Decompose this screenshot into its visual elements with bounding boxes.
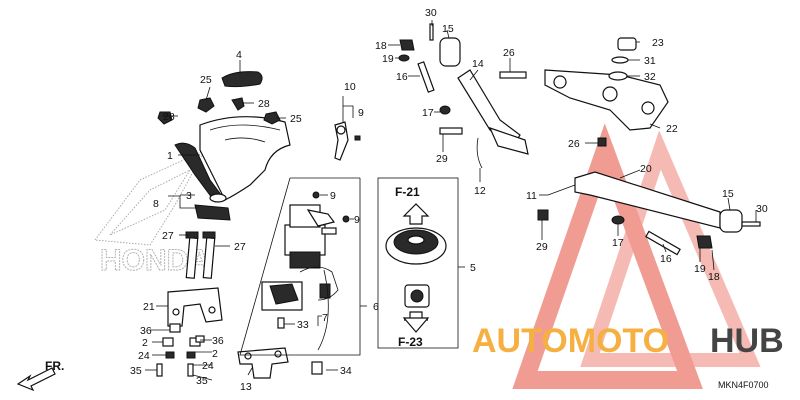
diagram-code: MKN4F0700 xyxy=(718,380,769,390)
callout-29b: 29 xyxy=(536,241,548,253)
watermark-prefix: AUTOMOTO xyxy=(472,322,669,360)
callout-28a: 28 xyxy=(163,111,175,123)
callout-25a: 25 xyxy=(200,74,212,86)
front-direction-arrow: FR. xyxy=(16,359,64,392)
callout-4: 4 xyxy=(236,49,242,61)
top-bridge xyxy=(544,37,669,147)
callout-13: 13 xyxy=(240,381,252,393)
callout-labels: 1 2 2 3 4 5 6 7 8 9 9 9 10 11 12 13 14 1… xyxy=(130,7,768,393)
callout-7: 7 xyxy=(322,312,328,324)
callout-24b: 24 xyxy=(202,360,214,372)
callout-2: 2 xyxy=(142,337,148,349)
callout-6: 6 xyxy=(373,301,379,313)
callout-36b: 36 xyxy=(212,335,224,347)
emblem xyxy=(221,71,263,88)
callout-17b: 17 xyxy=(612,237,624,249)
left-handlebar xyxy=(398,23,529,169)
callout-19b: 19 xyxy=(694,263,706,275)
callout-18b: 18 xyxy=(708,271,720,283)
fuel-cap-box: F-21 F-23 xyxy=(377,177,459,349)
callout-35b: 35 xyxy=(196,375,208,387)
callout-23: 23 xyxy=(652,37,664,49)
callout-9a: 9 xyxy=(358,107,364,119)
callout-30b: 30 xyxy=(756,203,768,215)
callout-3: 3 xyxy=(186,190,192,202)
callout-16b: 16 xyxy=(660,253,672,265)
callout-11: 11 xyxy=(526,190,537,202)
callout-16a: 16 xyxy=(396,71,408,83)
callout-8: 8 xyxy=(153,198,159,210)
callout-9c: 9 xyxy=(354,214,360,226)
callout-26a: 26 xyxy=(503,47,515,59)
callout-27b: 27 xyxy=(234,241,246,253)
stay-bracket xyxy=(167,287,223,327)
callout-24a: 24 xyxy=(138,350,150,362)
leader-lines xyxy=(145,20,757,381)
callout-2b: 2 xyxy=(212,348,218,360)
callout-30a: 30 xyxy=(425,7,437,19)
callout-15a: 15 xyxy=(442,23,454,35)
watermark-triangle xyxy=(512,123,761,389)
callout-31: 31 xyxy=(644,55,656,67)
callout-15b: 15 xyxy=(722,188,734,200)
upper-cover xyxy=(174,116,291,203)
callout-27a: 27 xyxy=(162,230,174,242)
callout-14: 14 xyxy=(472,58,484,70)
callout-10: 10 xyxy=(344,81,356,93)
callout-28b: 28 xyxy=(258,98,270,110)
callout-17a: 17 xyxy=(422,107,434,119)
ignition-switch-box xyxy=(239,121,361,375)
lower-bracket xyxy=(237,347,289,379)
callout-9b: 9 xyxy=(330,190,336,202)
callout-22: 22 xyxy=(666,123,678,135)
callout-19a: 19 xyxy=(382,53,394,65)
callout-12: 12 xyxy=(474,185,486,197)
rubber-mounts xyxy=(194,193,231,221)
callout-33: 33 xyxy=(297,319,309,331)
callout-21: 21 xyxy=(143,301,155,313)
callout-36a: 36 xyxy=(140,325,152,337)
callout-32: 32 xyxy=(644,71,656,83)
direction-label: FR. xyxy=(45,359,64,373)
ref-box-f21: F-21 xyxy=(395,185,420,199)
watermark-suffix: HUB xyxy=(710,322,784,360)
ref-box-f23: F-23 xyxy=(398,335,423,349)
callout-1: 1 xyxy=(167,150,173,162)
callout-35a: 35 xyxy=(130,365,142,377)
callout-34: 34 xyxy=(340,365,352,377)
callout-5: 5 xyxy=(470,262,476,274)
screw-group xyxy=(157,97,281,125)
callout-18a: 18 xyxy=(375,40,387,52)
callout-26b: 26 xyxy=(568,138,580,150)
hardware-left xyxy=(156,323,205,377)
watermark-text: AUTOMOTO HUB xyxy=(472,322,784,360)
callout-25b: 25 xyxy=(290,113,302,125)
callout-20: 20 xyxy=(640,163,652,175)
callout-29a: 29 xyxy=(436,153,448,165)
long-bolts xyxy=(185,231,216,279)
